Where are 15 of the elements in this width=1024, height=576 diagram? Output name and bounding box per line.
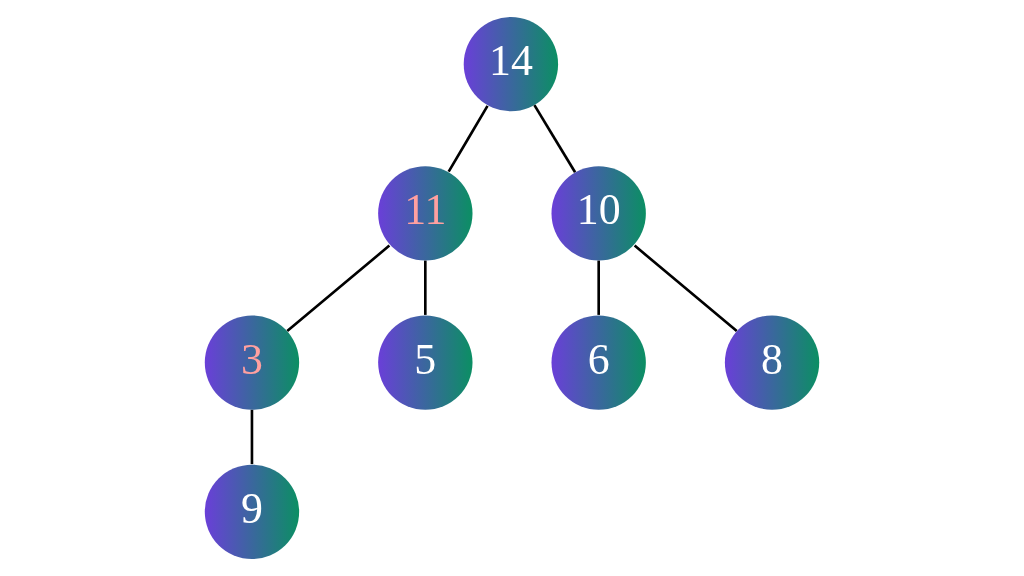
connector — [533, 104, 577, 173]
node-circle: 3 — [204, 315, 300, 410]
node-circle: 8 — [724, 315, 820, 410]
connector — [424, 260, 427, 315]
node-circle: 10 — [551, 166, 646, 261]
connector — [633, 244, 738, 332]
node-circle: 14 — [463, 17, 559, 112]
node-circle: 9 — [204, 464, 300, 559]
connector — [597, 260, 600, 315]
node-circle: 6 — [551, 315, 646, 410]
connector — [250, 409, 254, 465]
connector — [447, 105, 489, 173]
node-circle: 11 — [378, 166, 473, 261]
node-circle: 5 — [378, 315, 473, 410]
connector — [286, 244, 391, 332]
